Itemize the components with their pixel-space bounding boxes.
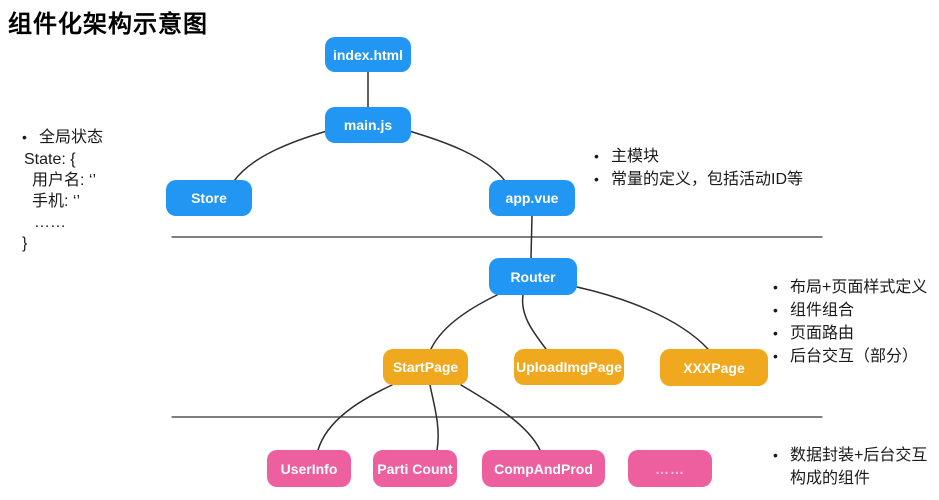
node-comp-and-prod: CompAndProd — [482, 450, 605, 487]
node-app-vue: app.vue — [489, 180, 575, 216]
note-text: 常量的定义，包括活动ID等 — [611, 171, 804, 188]
note-line: • 后台交互（部分） — [773, 345, 927, 368]
bullet-icon: • — [773, 279, 778, 295]
edge-router-uploadimgpage — [521, 294, 547, 350]
bullet-icon: • — [22, 129, 27, 145]
node-router: Router — [489, 258, 577, 295]
page-title: 组件化架构示意图 — [8, 11, 208, 38]
note-line: • 页面路由 — [773, 322, 927, 345]
bullet-icon: • — [773, 302, 778, 318]
edge-startpage-particount — [429, 384, 439, 451]
node-xxx-page: XXXPage — [660, 349, 768, 386]
note-router: • 布局+页面样式定义 • 组件组合 • 页面路由 • 后台交互（部分） — [773, 276, 927, 368]
note-code-line: } — [22, 235, 28, 252]
edge-startpage-compandprod — [460, 384, 541, 451]
note-components: • 数据封装+后台交互 构成的组件 — [773, 444, 927, 490]
note-line: • 布局+页面样式定义 — [773, 276, 927, 299]
note-line: • 常量的定义，包括活动ID等 — [594, 168, 803, 191]
node-store: Store — [166, 180, 252, 216]
bullet-icon: • — [773, 325, 778, 341]
bullet-icon: • — [594, 148, 599, 164]
node-parti-count: Parti Count — [373, 450, 457, 487]
bullet-icon: • — [773, 447, 778, 463]
note-text: 组件组合 — [790, 302, 855, 319]
note-text: 全局状态 — [39, 129, 104, 146]
edge-mainjs-store — [233, 130, 328, 182]
note-line: • 主模块 — [594, 145, 803, 168]
node-start-page: StartPage — [383, 349, 468, 385]
note-code-line: 用户名: ‘’ — [32, 172, 97, 189]
note-text: 数据封装+后台交互 — [790, 447, 928, 464]
edge-appvue-router — [530, 215, 533, 259]
node-user-info: UserInfo — [267, 450, 351, 487]
note-global-state: • 全局状态 State: { 用户名: ‘’ 手机: ‘’ …… } — [22, 126, 103, 254]
bullet-icon: • — [594, 171, 599, 187]
note-app-vue: • 主模块 • 常量的定义，包括活动ID等 — [594, 145, 803, 191]
note-line: • 组件组合 — [773, 299, 927, 322]
node-upload-img-page: UploadImgPage — [514, 349, 624, 385]
edge-mainjs-appvue — [408, 130, 506, 182]
note-text: 页面路由 — [790, 325, 855, 342]
note-code-line: State: { — [24, 151, 76, 168]
note-continuation: 构成的组件 — [790, 470, 871, 487]
edge-startpage-userinfo — [317, 384, 393, 451]
edge-router-startpage — [430, 294, 498, 350]
node-index-html: index.html — [325, 37, 411, 72]
node-main-js: main.js — [325, 107, 411, 143]
note-text: 布局+页面样式定义 — [790, 279, 928, 296]
note-text: 主模块 — [611, 148, 660, 165]
note-line: • 数据封装+后台交互 — [773, 444, 927, 467]
note-code-line: …… — [34, 214, 66, 231]
bullet-icon: • — [773, 348, 778, 364]
edge-router-xxxpage — [576, 286, 709, 350]
note-global-state-title: • 全局状态 — [22, 126, 103, 149]
note-text: 后台交互（部分） — [790, 348, 919, 365]
note-code-line: 手机: ‘’ — [32, 193, 81, 210]
node-more: …… — [628, 450, 712, 487]
